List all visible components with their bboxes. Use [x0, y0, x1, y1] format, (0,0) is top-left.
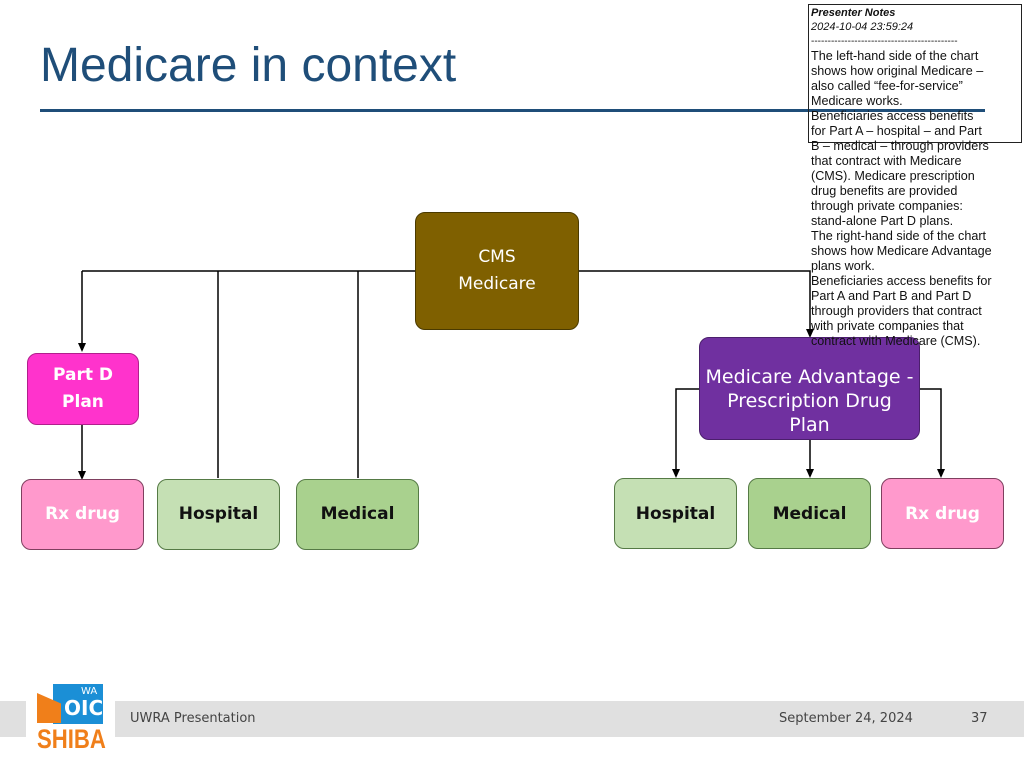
- notes-line: stand-alone Part D plans.: [811, 214, 954, 228]
- notes-line: (CMS). Medicare prescription: [811, 169, 975, 183]
- connector-right-hospital: [675, 388, 699, 476]
- notes-line: The left-hand side of the chart: [811, 49, 979, 63]
- footer-text: UWRA Presentation: [130, 711, 256, 726]
- plan-label: Plan: [62, 392, 104, 412]
- right-hospital-box: Hospital: [614, 478, 737, 549]
- notes-line: through providers that contract: [811, 304, 982, 318]
- notes-timestamp: 2024-10-04 23:59:24: [811, 21, 914, 33]
- notes-line: contract with Medicare (CMS).: [811, 334, 981, 348]
- arrowhead: [672, 469, 680, 478]
- arrowhead: [78, 471, 86, 480]
- logo-oic: OIC: [64, 696, 104, 720]
- connector-right: [579, 270, 811, 335]
- right-rx-drug-box: Rx drug: [881, 478, 1004, 549]
- arrowhead: [937, 469, 945, 478]
- notes-line: Beneficiaries access benefits for: [811, 274, 992, 288]
- notes-line: shows how original Medicare –: [811, 64, 984, 78]
- notes-line: Medicare works.: [811, 94, 903, 108]
- left-rx-drug-box: Rx drug: [21, 479, 144, 550]
- notes-line: drug benefits are provided: [811, 184, 958, 198]
- left-hospital-box: Hospital: [157, 479, 280, 550]
- logo-blue-block: [53, 684, 103, 724]
- notes-separator: ----------------------------------------…: [811, 36, 958, 47]
- title-underline: [40, 109, 985, 112]
- right-medical-box: Medical: [748, 478, 871, 549]
- logo-wa: WA: [81, 686, 98, 697]
- arrowhead: [806, 469, 814, 478]
- notes-line: for Part A – hospital – and Part: [811, 124, 982, 138]
- page-number: 37: [971, 711, 988, 726]
- notes-line: also called “fee-for-service”: [811, 79, 963, 93]
- left-medical-box: Medical: [296, 479, 419, 550]
- ma-label-2: Prescription Drug: [727, 390, 892, 412]
- ma-label-3: Plan: [789, 414, 830, 436]
- footer-bar-left: [0, 701, 26, 737]
- notes-line: that contract with Medicare: [811, 154, 962, 168]
- footer-date: September 24, 2024: [779, 711, 913, 726]
- notes-line: shows how Medicare Advantage: [811, 244, 992, 258]
- arrowhead: [78, 343, 86, 352]
- notes-line: Part A and Part B and Part D: [811, 289, 972, 303]
- part-d-label: Part D: [52, 365, 113, 385]
- cms-medicare-box: CMS Medicare: [415, 212, 579, 330]
- slide-title: Medicare in context: [40, 39, 457, 92]
- footer-bar: [115, 701, 1024, 737]
- connector-right-rx: [920, 388, 942, 476]
- notes-line: plans work.: [811, 259, 875, 273]
- cms-label: CMS: [478, 247, 516, 267]
- medicare-label: Medicare: [458, 274, 536, 294]
- ma-label-1: Medicare Advantage -: [705, 366, 914, 388]
- arrowhead: [806, 329, 814, 338]
- notes-line: through private companies:: [811, 199, 963, 213]
- shiba-logo: WA OIC SHIBA: [37, 684, 106, 756]
- notes-line: with private companies that: [811, 319, 964, 333]
- notes-line: B – medical – through providers: [811, 139, 989, 153]
- part-d-plan-box: Part D Plan: [27, 353, 139, 425]
- notes-line: Beneficiaries access benefits: [811, 109, 974, 123]
- notes-line: The right-hand side of the chart: [811, 229, 987, 243]
- notes-heading: Presenter Notes: [811, 7, 896, 19]
- logo-shiba: SHIBA: [37, 724, 106, 754]
- presenter-notes-text: Presenter Notes 2024-10-04 23:59:24 ----…: [811, 6, 1023, 349]
- presenter-notes-box: [808, 4, 1022, 143]
